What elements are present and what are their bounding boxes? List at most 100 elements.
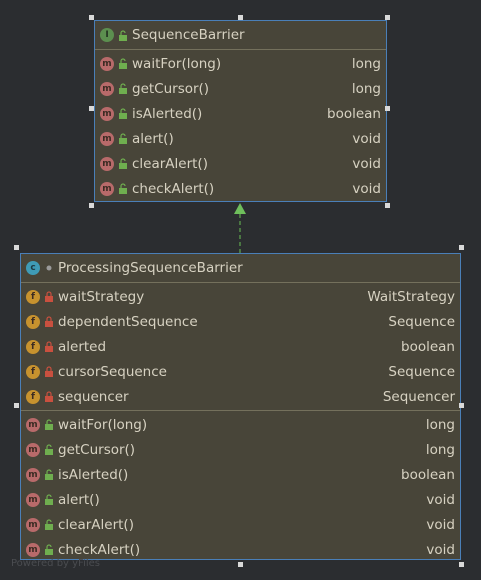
method-icon: m xyxy=(26,517,40,532)
node-header: I SequenceBarrier xyxy=(95,21,386,50)
package-visibility-icon xyxy=(43,263,54,274)
selection-handle[interactable] xyxy=(14,245,19,250)
section-divider xyxy=(21,410,460,411)
public-lock-icon xyxy=(43,544,54,555)
field-icon: f xyxy=(26,364,40,379)
selection-handle[interactable] xyxy=(385,203,390,208)
field-row-name: waitStrategy xyxy=(58,288,145,305)
field-row-type: WaitStrategy xyxy=(367,288,455,305)
private-lock-icon xyxy=(43,341,54,352)
method-row-type: void xyxy=(352,180,381,197)
selection-handle[interactable] xyxy=(459,562,464,567)
selection-handle[interactable] xyxy=(89,106,94,111)
method-row[interactable]: m getCursor() long xyxy=(95,76,386,101)
node-header: c ProcessingSequenceBarrier xyxy=(21,254,460,283)
realization-arrowhead xyxy=(234,203,246,214)
method-row-name: alert() xyxy=(58,491,100,508)
method-row[interactable]: m getCursor() long xyxy=(21,437,460,462)
field-icon: f xyxy=(26,389,40,404)
field-row-type: boolean xyxy=(401,338,455,355)
method-row-name: clearAlert() xyxy=(58,516,134,533)
method-row-type: void xyxy=(352,130,381,147)
public-lock-icon xyxy=(117,133,128,144)
field-icon: f xyxy=(26,339,40,354)
private-lock-icon xyxy=(43,391,54,402)
method-row[interactable]: m clearAlert() void xyxy=(21,512,460,537)
method-row-name: isAlerted() xyxy=(58,466,129,483)
method-row-name: clearAlert() xyxy=(132,155,208,172)
method-icon: m xyxy=(100,56,114,71)
public-lock-icon xyxy=(43,444,54,455)
method-row-type: void xyxy=(426,516,455,533)
method-row-name: getCursor() xyxy=(132,80,210,97)
method-row-type: void xyxy=(352,155,381,172)
selection-handle[interactable] xyxy=(89,203,94,208)
field-row-name: dependentSequence xyxy=(58,313,198,330)
node-title: SequenceBarrier xyxy=(132,27,245,43)
selection-handle[interactable] xyxy=(89,15,94,20)
method-row-name: alert() xyxy=(132,130,174,147)
public-lock-icon xyxy=(117,108,128,119)
method-row-name: waitFor(long) xyxy=(58,416,148,433)
selection-handle[interactable] xyxy=(459,245,464,250)
selection-handle[interactable] xyxy=(459,403,464,408)
method-icon: m xyxy=(26,442,40,457)
method-row-name: isAlerted() xyxy=(132,105,203,122)
public-lock-icon xyxy=(43,469,54,480)
method-row-type: void xyxy=(426,541,455,558)
selection-handle[interactable] xyxy=(385,15,390,20)
method-icon: m xyxy=(26,417,40,432)
method-icon: m xyxy=(100,181,114,196)
fields-section: f waitStrategy WaitStrategy f dependentSeque… xyxy=(21,283,460,409)
method-row-type: long xyxy=(425,441,455,458)
class-icon: c xyxy=(26,261,40,275)
method-row-name: checkAlert() xyxy=(58,541,141,558)
public-lock-icon xyxy=(117,158,128,169)
field-row-type: Sequence xyxy=(388,313,455,330)
method-row-type: long xyxy=(351,55,381,72)
public-lock-icon xyxy=(43,519,54,530)
method-row-name: getCursor() xyxy=(58,441,136,458)
field-row[interactable]: f waitStrategy WaitStrategy xyxy=(21,284,460,309)
node-processing-sequence-barrier[interactable]: c ProcessingSequenceBarrier f waitStrateg… xyxy=(20,253,461,560)
node-title: ProcessingSequenceBarrier xyxy=(58,260,243,276)
public-lock-icon xyxy=(117,58,128,69)
selection-handle[interactable] xyxy=(238,15,243,20)
public-lock-icon xyxy=(117,29,128,41)
method-row-type: long xyxy=(351,80,381,97)
method-row-type: boolean xyxy=(327,105,381,122)
selection-handle[interactable] xyxy=(238,562,243,567)
field-icon: f xyxy=(26,314,40,329)
public-lock-icon xyxy=(117,183,128,194)
field-row[interactable]: f dependentSequence Sequence xyxy=(21,309,460,334)
private-lock-icon xyxy=(43,291,54,302)
selection-handle[interactable] xyxy=(385,106,390,111)
methods-section: m waitFor(long) long m getCursor() long m isAle… xyxy=(21,412,460,562)
method-icon: m xyxy=(100,81,114,96)
field-row-type: Sequencer xyxy=(382,388,455,405)
field-row-name: cursorSequence xyxy=(58,363,167,380)
realization-edge[interactable] xyxy=(230,200,250,254)
public-lock-icon xyxy=(43,494,54,505)
method-row[interactable]: m waitFor(long) long xyxy=(21,412,460,437)
method-row-type: boolean xyxy=(401,466,455,483)
field-icon: f xyxy=(26,289,40,304)
method-row-type: long xyxy=(425,416,455,433)
selection-handle[interactable] xyxy=(14,403,19,408)
interface-icon: I xyxy=(100,28,114,42)
private-lock-icon xyxy=(43,366,54,377)
